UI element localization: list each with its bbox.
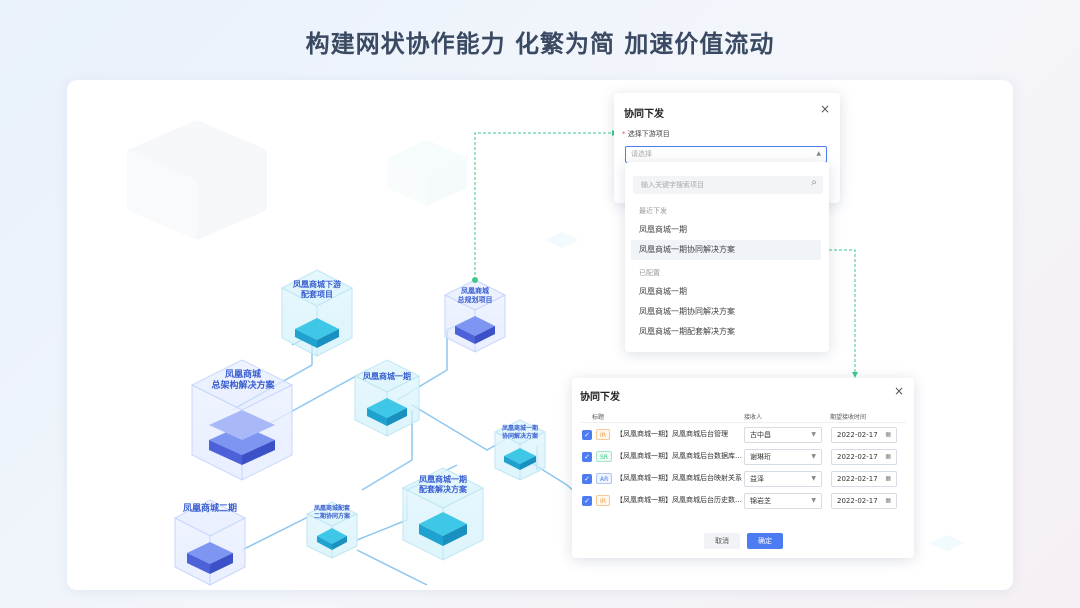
dropdown-item[interactable]: 凤凰商城一期	[639, 225, 687, 234]
node-phase1-collab-cube	[493, 419, 547, 481]
table-row: ✓ IR 【凤凰商城一期】凤凰商城后台管理 古中昌 ▼ 2022-02-17 ▦	[582, 425, 907, 447]
chevron-down-icon: ▼	[811, 453, 816, 460]
receiver-select[interactable]: 谢琳珩 ▼	[744, 449, 822, 465]
page-headline: 构建网状协作能力 化繁为简 加速价值流动	[305, 30, 775, 58]
dialog-title: 协同下发	[624, 109, 664, 120]
dialog-title: 协同下发	[580, 392, 620, 403]
table-row: ✓ SR 【凤凰商城一期】凤凰商城后台数据库… 谢琳珩 ▼ 2022-02-17 ▦	[582, 447, 907, 469]
dropdown-item[interactable]: 凤凰商城一期	[639, 287, 687, 296]
calendar-icon: ▦	[885, 497, 891, 504]
chevron-down-icon: ▼	[811, 475, 816, 482]
row-title: 【凤凰商城一期】凤凰商城后台管理	[616, 430, 728, 438]
row-checkbox[interactable]: ✓	[582, 452, 592, 462]
node-phase1-kit-cube	[401, 467, 485, 561]
search-icon[interactable]: ⌕	[811, 177, 817, 188]
tag-badge: IR	[596, 429, 610, 440]
row-title: 【凤凰商城一期】凤凰商城后台映射关系	[616, 474, 742, 482]
date-picker[interactable]: 2022-02-17 ▦	[831, 427, 897, 443]
receiver-value: 古中昌	[750, 431, 771, 439]
date-value: 2022-02-17	[837, 453, 878, 461]
close-icon[interactable]: ×	[819, 102, 830, 116]
dropdown-item[interactable]: 凤凰商城一期协同解决方案	[639, 307, 735, 316]
node-overall-label: 凤凰商城 总架构解决方案	[195, 370, 291, 393]
node-phase1-text: 凤凰商城一期	[363, 372, 411, 381]
node-planning-cube	[443, 279, 507, 353]
node-phase2-cube	[173, 499, 247, 586]
chevron-down-icon: ▼	[811, 431, 816, 438]
receiver-value: 谢琳珩	[750, 453, 771, 461]
row-checkbox[interactable]: ✓	[582, 430, 592, 440]
dropdown-item[interactable]: 凤凰商城一期配套解决方案	[639, 327, 735, 336]
row-title: 【凤凰商城一期】凤凰商城后台历史数…	[616, 496, 742, 504]
node-phase1-label: 凤凰商城一期	[353, 372, 421, 382]
calendar-icon: ▦	[885, 431, 891, 438]
field-label: * 选择下游项目	[622, 129, 670, 139]
receiver-value: 锦岩芝	[750, 497, 771, 505]
node-phase1-cube	[353, 359, 421, 437]
row-title: 【凤凰商城一期】凤凰商城后台数据库…	[616, 452, 742, 460]
network-diagram	[127, 120, 965, 586]
required-mark: *	[622, 130, 626, 138]
calendar-icon: ▦	[885, 475, 891, 482]
receiver-select[interactable]: 古中昌 ▼	[744, 427, 822, 443]
receiver-select[interactable]: 益泽 ▼	[744, 471, 822, 487]
date-value: 2022-02-17	[837, 475, 878, 483]
background-decoration	[127, 120, 965, 551]
row-checkbox[interactable]: ✓	[582, 496, 592, 506]
diagram-panel: 凤凰商城 总架构解决方案 凤凰商城下游 配套项目 凤凰商城 总规划项目 凤凰商城…	[67, 80, 1013, 590]
group-configured-label: 已配置	[639, 269, 660, 277]
node-planning-text: 凤凰商城 总规划项目	[457, 287, 493, 304]
receiver-select[interactable]: 锦岩芝 ▼	[744, 493, 822, 509]
table-row: ✓ AR 【凤凰商城一期】凤凰商城后台映射关系 益泽 ▼ 2022-02-17 ▦	[582, 469, 907, 491]
tag-badge: SR	[596, 451, 612, 462]
node-overall-cube	[190, 359, 294, 481]
node-downstream-label: 凤凰商城下游 配套项目	[279, 280, 355, 300]
project-dropdown: 输入关键字搜索项目 ⌕ 最近下发 凤凰商城一期 凤凰商城一期协同解决方案 已配置…	[625, 162, 829, 352]
table-row: ✓ IR 【凤凰商城一期】凤凰商城后台历史数… 锦岩芝 ▼ 2022-02-17 ▦	[582, 491, 907, 513]
tag-badge: AR	[596, 473, 613, 484]
date-picker[interactable]: 2022-02-17 ▦	[831, 471, 897, 487]
node-overall-text: 凤凰商城 总架构解决方案	[211, 370, 275, 392]
node-phase2-kit-text: 凤凰商城配套 二期协同方案	[313, 505, 350, 520]
chevron-up-icon: ▲	[816, 150, 821, 157]
close-icon[interactable]: ×	[893, 384, 904, 398]
date-picker[interactable]: 2022-02-17 ▦	[831, 493, 897, 509]
calendar-icon: ▦	[885, 453, 891, 460]
node-downstream-cube	[280, 269, 354, 357]
select-placeholder: 请选择	[631, 150, 652, 158]
search-input[interactable]: 输入关键字搜索项目	[633, 176, 823, 194]
field-label-text: 选择下游项目	[627, 130, 670, 138]
node-phase1-kit-text: 凤凰商城一期 配套解决方案	[419, 475, 467, 494]
cancel-button[interactable]: 取消	[704, 533, 740, 549]
node-phase1-collab-label: 凤凰商城一期 协同解决方案	[492, 425, 548, 440]
node-phase2-label: 凤凰商城二期	[171, 504, 249, 515]
project-select[interactable]: 请选择 ▲	[625, 146, 827, 163]
tag-badge: IR	[596, 495, 610, 506]
node-phase2-kit-cube	[305, 501, 359, 559]
date-value: 2022-02-17	[837, 497, 878, 505]
node-phase2-kit-label: 凤凰商城配套 二期协同方案	[303, 505, 361, 520]
node-planning-label: 凤凰商城 总规划项目	[445, 287, 505, 305]
dropdown-item-hovered[interactable]: 凤凰商城一期协同解决方案	[631, 240, 821, 260]
receiver-value: 益泽	[750, 475, 764, 483]
date-value: 2022-02-17	[837, 431, 878, 439]
col-date-header: 期望接收时间	[830, 414, 867, 421]
chevron-down-icon: ▼	[811, 497, 816, 504]
header-divider	[580, 422, 906, 423]
node-phase2-text: 凤凰商城二期	[182, 504, 237, 514]
dispatch-dialog: 协同下发 × 标题 接收人 期望接收时间 ✓ IR 【凤凰商城一期】凤凰商城后台…	[572, 378, 914, 558]
group-recent-label: 最近下发	[639, 207, 667, 215]
date-picker[interactable]: 2022-02-17 ▦	[831, 449, 897, 465]
col-receiver-header: 接收人	[744, 414, 763, 421]
node-phase1-collab-text: 凤凰商城一期 协同解决方案	[501, 425, 538, 440]
node-downstream-text: 凤凰商城下游 配套项目	[293, 280, 341, 299]
row-checkbox[interactable]: ✓	[582, 474, 592, 484]
confirm-button[interactable]: 确定	[747, 533, 783, 549]
col-title-header: 标题	[592, 414, 605, 421]
node-phase1-kit-label: 凤凰商城一期 配套解决方案	[405, 475, 481, 495]
